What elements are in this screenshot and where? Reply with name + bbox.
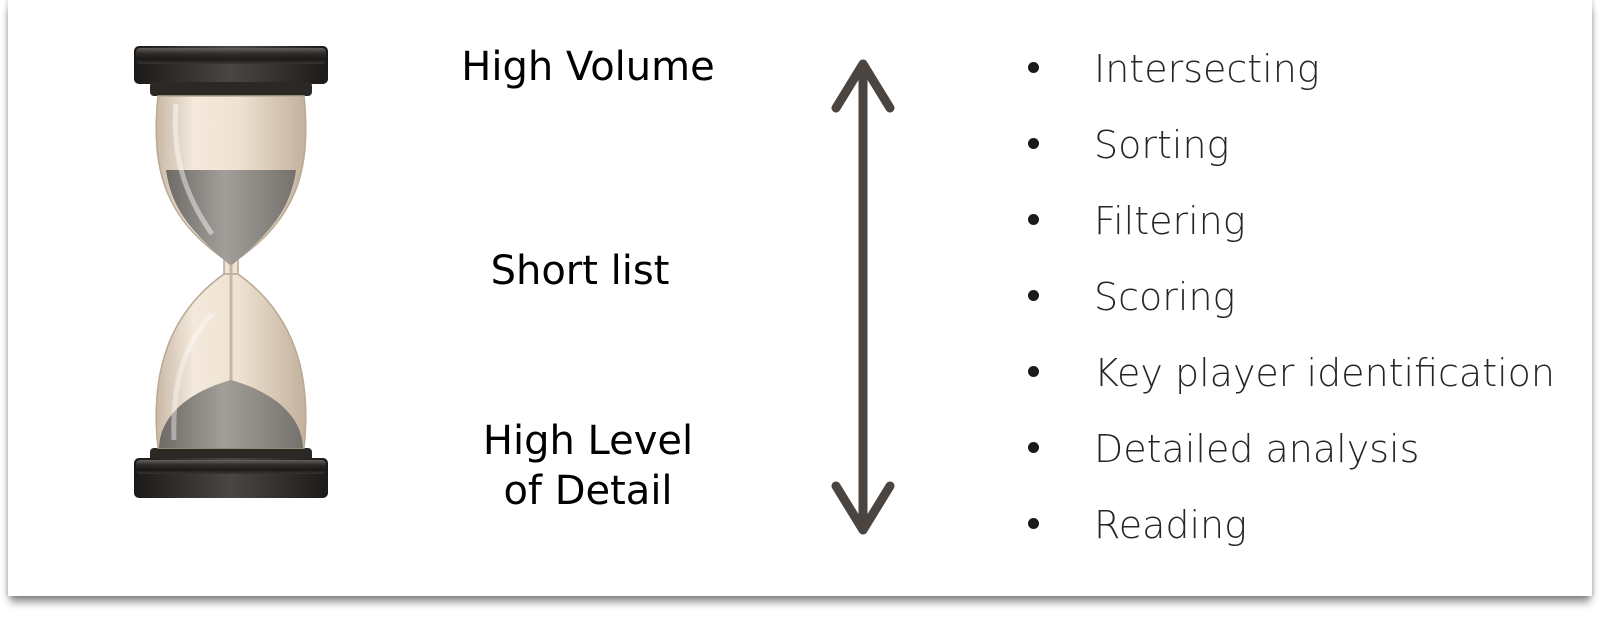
label-high-level-of-detail: High Level of Detail: [378, 416, 798, 516]
label-bottom-line-1: High Level: [482, 418, 694, 464]
bullet-icon: [1028, 138, 1039, 149]
bullet-icon: [1028, 62, 1039, 73]
bullet-icon: [1028, 214, 1039, 225]
list-item-label: Detailed analysis: [1094, 427, 1420, 471]
bullet-icon: [1028, 290, 1039, 301]
label-high-volume: High Volume: [461, 44, 715, 90]
bullet-icon: [1028, 366, 1039, 377]
list-item-label: Scoring: [1094, 275, 1236, 319]
label-bottom-line-2: of Detail: [503, 468, 673, 514]
list-item: Detailed analysis: [1028, 420, 1555, 496]
list-item: Intersecting: [1028, 40, 1555, 116]
list-item: Scoring: [1028, 268, 1555, 344]
double-headed-arrow-icon: [831, 59, 895, 535]
process-steps-list: Intersecting Sorting Filtering Scoring K…: [1028, 40, 1555, 572]
diagram-frame: High Volume Short list High Level of Det…: [8, 0, 1592, 596]
list-item-label: Intersecting: [1094, 47, 1320, 91]
list-item: Filtering: [1028, 192, 1555, 268]
list-item-label: Reading: [1094, 503, 1247, 547]
bullet-icon: [1028, 518, 1039, 529]
list-item-label: Key player identification: [1094, 351, 1556, 395]
list-item: Key player identification: [1028, 344, 1555, 420]
hourglass-icon: [134, 46, 328, 498]
list-item-label: Sorting: [1094, 123, 1230, 167]
label-short-list: Short list: [490, 248, 670, 294]
list-item: Reading: [1028, 496, 1555, 572]
list-item-label: Filtering: [1094, 199, 1246, 243]
list-item: Sorting: [1028, 116, 1555, 192]
bullet-icon: [1028, 442, 1039, 453]
